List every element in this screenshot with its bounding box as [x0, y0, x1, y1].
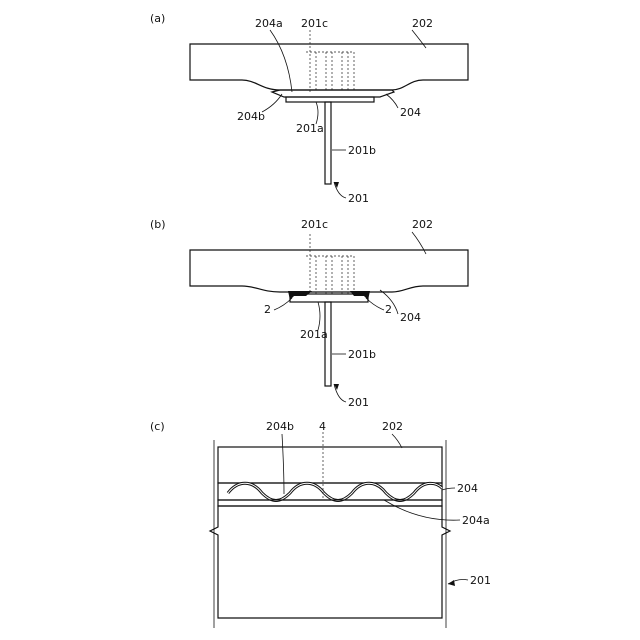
panel-a-bond-layer-204 [272, 90, 394, 97]
panel-b-ref-201b: 201b [348, 348, 376, 361]
panel-b-vias-201c [306, 234, 354, 294]
panel-b-ref-2-right: 2 [385, 303, 392, 316]
panel-c-label: (c) [150, 420, 165, 433]
panel-a-flange-201a [286, 97, 374, 102]
panel-c-wavy-layer-4 [228, 483, 442, 500]
panel-a-label: (a) [150, 12, 165, 25]
panel-c-ref-201: 201 [470, 574, 491, 587]
panel-a-ref-201b: 201b [348, 144, 376, 157]
panel-c-leaders [282, 434, 468, 586]
panel-c-ref-204a: 204a [462, 514, 490, 527]
panel-a-member-202 [190, 44, 468, 90]
panel-c-ref-202: 202 [382, 420, 403, 433]
panel-c-ref-204: 204 [457, 482, 478, 495]
panel-c-block-201 [210, 506, 450, 618]
panel-a-ref-204a: 204a [255, 17, 283, 30]
panel-c-ref-4: 4 [319, 420, 326, 433]
panel-a-vias-201c [306, 30, 354, 92]
panel-a-ref-201a: 201a [296, 122, 324, 135]
panel-b-stem-201b [325, 302, 331, 386]
panel-b-ref-202: 202 [412, 218, 433, 231]
panel-a-stem-201b [325, 102, 331, 184]
panel-b-ref-201: 201 [348, 396, 369, 409]
panel-c: (c) 204b 4 202 204 204a 201 [150, 420, 491, 628]
panel-a-ref-202: 202 [412, 17, 433, 30]
panel-c-ref-204b: 204b [266, 420, 294, 433]
panel-a-ref-204: 204 [400, 106, 421, 119]
panel-a: (a) 204a 201c 202 204b 201a 204 201b 201 [150, 12, 468, 205]
panel-b-ref-201c: 201c [301, 218, 328, 231]
panel-c-plate [218, 500, 442, 506]
panel-b-ref-204: 204 [400, 311, 421, 324]
panel-b-ref-201a: 201a [300, 328, 328, 341]
panel-b: (b) 201c 202 2 2 204 201a 201b 201 [150, 218, 468, 409]
panel-b-member-202 [190, 250, 468, 292]
panel-a-ref-201: 201 [348, 192, 369, 205]
panel-a-ref-204b: 204b [237, 110, 265, 123]
panel-b-label: (b) [150, 218, 166, 231]
panel-b-ref-2-left: 2 [264, 303, 271, 316]
panel-a-ref-201c: 201c [301, 17, 328, 30]
panel-c-member-202 [218, 447, 442, 483]
